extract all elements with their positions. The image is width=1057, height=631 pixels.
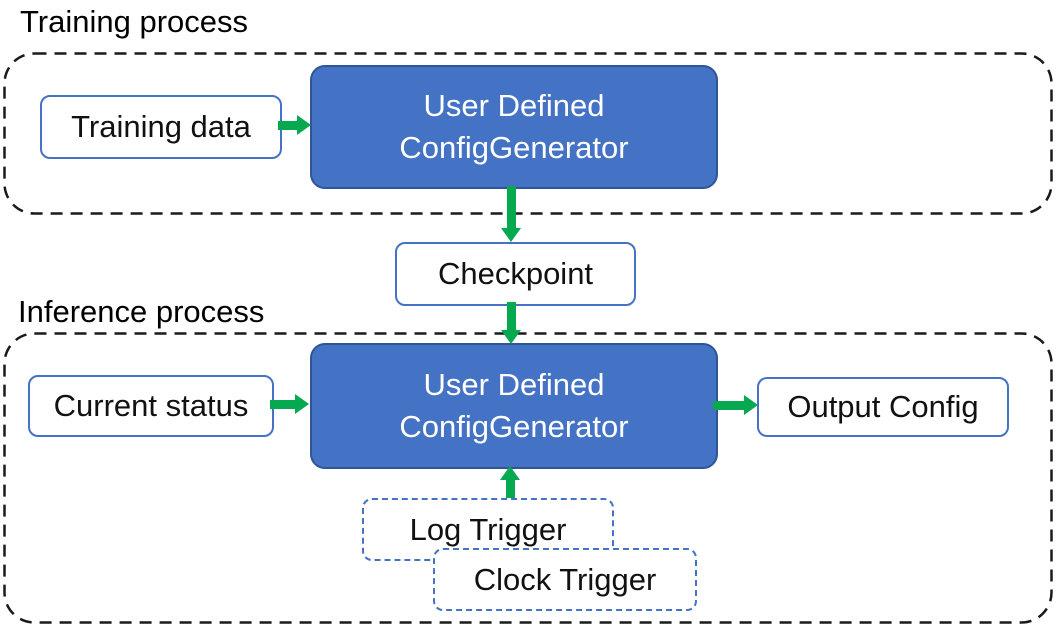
clock-trigger-label: Clock Trigger — [473, 561, 657, 597]
training-container-border — [3, 52, 1053, 215]
inference-process-container — [3, 332, 1053, 624]
output-config-label: Output Config — [787, 389, 979, 424]
training-data-label: Training data — [71, 109, 251, 144]
training-data-node: Training data — [40, 95, 282, 159]
arrow-down-icon — [501, 302, 521, 344]
arrow-right-icon — [270, 394, 309, 414]
config-generator-inference-node: User Defined ConfigGenerator — [310, 343, 718, 469]
current-status-label: Current status — [53, 388, 249, 423]
config-generator-training-node: User Defined ConfigGenerator — [310, 65, 718, 189]
log-trigger-label: Log Trigger — [409, 511, 567, 547]
inference-process-label: Inference process — [18, 294, 265, 329]
clock-trigger-node: Clock Trigger — [433, 548, 697, 611]
training-process-container — [3, 52, 1053, 215]
arrow-right-icon — [713, 395, 758, 415]
output-config-node: Output Config — [757, 377, 1009, 437]
config-generator-inference-line1: User Defined — [423, 367, 605, 402]
arrow-down-icon — [501, 186, 521, 242]
inference-container-border — [3, 332, 1053, 624]
config-generator-inference-line2: ConfigGenerator — [399, 409, 629, 444]
arrow-up-icon — [500, 466, 520, 498]
arrow-right-icon — [278, 115, 311, 135]
checkpoint-node: Checkpoint — [395, 242, 636, 306]
config-generator-training-line1: User Defined — [423, 88, 605, 123]
checkpoint-label: Checkpoint — [437, 256, 594, 291]
training-process-label: Training process — [20, 4, 249, 39]
current-status-node: Current status — [28, 375, 274, 437]
config-generator-training-line2: ConfigGenerator — [399, 130, 629, 165]
